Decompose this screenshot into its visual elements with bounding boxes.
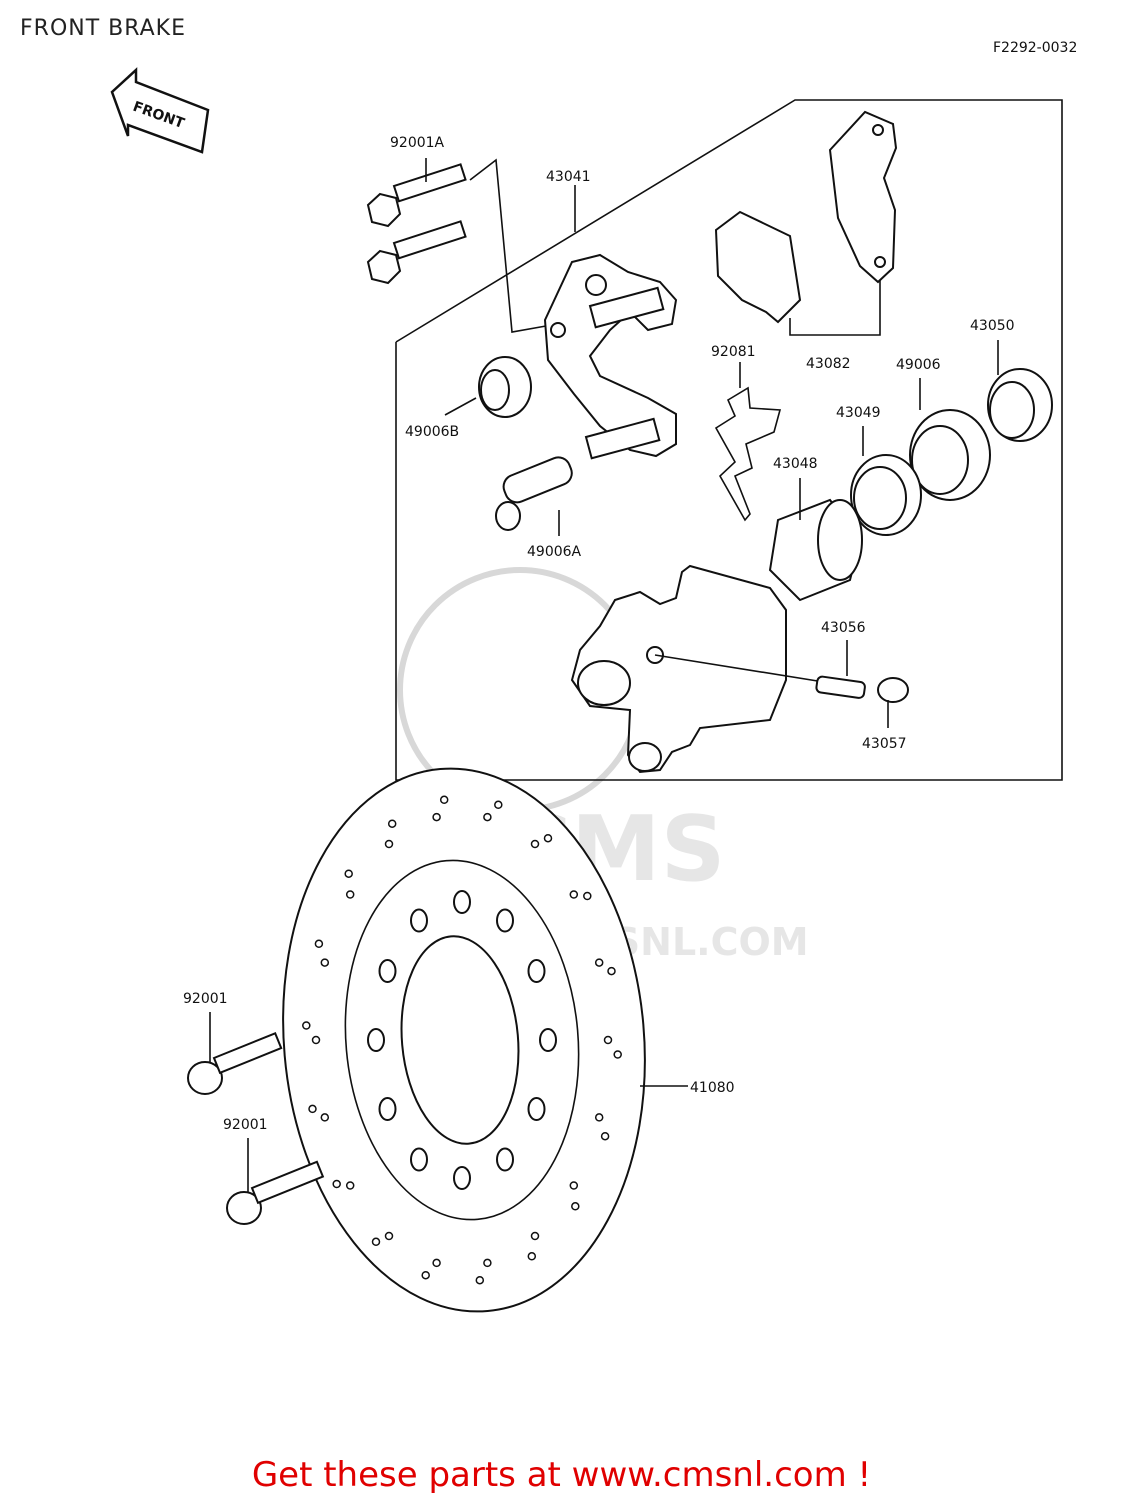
- disc-vent-hole: [607, 966, 616, 976]
- label-43049: 43049: [836, 405, 881, 421]
- assembly-frame: [395, 99, 1063, 781]
- disc-vent-hole: [600, 1131, 610, 1141]
- disc-mount-hole: [410, 1147, 428, 1172]
- caliper-bracket-icon: [543, 253, 678, 460]
- label-43050: 43050: [970, 318, 1015, 334]
- label-43056: 43056: [821, 620, 866, 636]
- disc-vent-hole: [344, 869, 353, 878]
- disc-vent-hole: [308, 1104, 317, 1114]
- disc-mount-hole: [378, 959, 397, 983]
- disc-vent-hole: [432, 812, 441, 822]
- boot-49006b-icon: [478, 356, 532, 418]
- disc-mount-hole: [527, 959, 546, 983]
- label-92001-upper: 92001: [183, 991, 228, 1007]
- label-92081: 92081: [711, 344, 756, 360]
- disc-vent-hole: [475, 1275, 485, 1285]
- leader-43082: [789, 280, 881, 336]
- disc-vent-hole: [483, 1258, 492, 1268]
- disc-vent-hole: [371, 1237, 381, 1247]
- front-arrow-icon: FRONT: [110, 67, 210, 154]
- label-43041: 43041: [546, 169, 591, 185]
- footer-link[interactable]: Get these parts at www.cmsnl.com !: [251, 1455, 872, 1495]
- disc-vent-hole: [320, 1113, 330, 1122]
- pin-49006a-icon: [495, 456, 573, 531]
- leader-bleeder-axis: [654, 654, 831, 684]
- disc-vent-hole: [494, 800, 503, 810]
- disc-mount-hole: [453, 890, 471, 914]
- disc-vent-hole: [332, 1179, 341, 1189]
- leader-49006b: [444, 397, 477, 416]
- page-title: FRONT BRAKE: [20, 16, 187, 41]
- disc-mount-hole: [496, 1147, 514, 1172]
- disc-vent-hole: [571, 1202, 580, 1211]
- label-43057: 43057: [862, 736, 907, 752]
- disc-vent-hole: [569, 890, 579, 899]
- disc-vent-hole: [613, 1050, 622, 1059]
- brake-pads-icon: [714, 110, 898, 324]
- caliper-body-icon: [570, 564, 787, 774]
- disc-bolt-upper-icon: [187, 1031, 283, 1095]
- disc-vent-hole: [320, 958, 330, 967]
- disc-bolt-lower-icon: [226, 1160, 325, 1225]
- disc-vent-hole: [384, 839, 394, 849]
- disc-vent-hole: [432, 1258, 441, 1268]
- disc-mount-hole: [539, 1028, 557, 1052]
- cap-43050-icon: [987, 368, 1053, 442]
- disc-vent-hole: [314, 939, 324, 949]
- disc-vent-hole: [594, 1113, 604, 1122]
- cap-43057-icon: [877, 677, 909, 703]
- disc-vent-hole: [530, 839, 540, 849]
- disc-vent-hole: [345, 890, 355, 899]
- label-49006b: 49006B: [405, 424, 459, 440]
- label-92001a: 92001A: [390, 135, 445, 151]
- bleeder-43056-icon: [815, 675, 866, 699]
- leader-bracket: [469, 158, 547, 333]
- disc-vent-hole: [603, 1035, 613, 1045]
- disc-vent-hole: [594, 958, 604, 967]
- brake-disc-icon: [282, 767, 646, 1313]
- spring-92081-icon: [714, 386, 782, 522]
- label-49006: 49006: [896, 357, 941, 373]
- disc-vent-hole: [483, 812, 492, 822]
- disc-vent-hole: [302, 1021, 311, 1030]
- label-49006a: 49006A: [527, 544, 582, 560]
- disc-vent-hole: [527, 1252, 537, 1261]
- disc-vent-hole: [439, 795, 449, 805]
- bolt-92001a-icon: [366, 163, 467, 285]
- disc-vent-hole: [583, 891, 592, 901]
- label-43048: 43048: [773, 456, 818, 472]
- label-41080: 41080: [690, 1080, 735, 1096]
- disc-mount-hole: [410, 908, 428, 933]
- piston-43048-icon: [768, 498, 863, 602]
- disc-vent-hole: [543, 833, 553, 843]
- seal-43049-icon: [850, 454, 922, 536]
- disc-vent-hole: [384, 1231, 394, 1241]
- disc-vent-hole: [387, 819, 397, 828]
- diagram-code: F2292-0032: [993, 40, 1078, 56]
- disc-mount-hole: [496, 908, 514, 933]
- disc-mount-hole: [453, 1166, 471, 1190]
- disc-vent-hole: [530, 1231, 540, 1241]
- disc-mount-hole: [527, 1097, 546, 1121]
- disc-vent-hole: [569, 1181, 579, 1190]
- disc-mount-hole: [378, 1097, 397, 1121]
- label-92001-lower: 92001: [223, 1117, 268, 1133]
- label-43082: 43082: [806, 356, 851, 372]
- disc-vent-hole: [421, 1270, 430, 1280]
- disc-vent-hole: [345, 1181, 355, 1190]
- seal-49006-icon: [909, 409, 991, 501]
- disc-vent-hole: [311, 1035, 321, 1045]
- disc-mount-hole: [367, 1028, 385, 1052]
